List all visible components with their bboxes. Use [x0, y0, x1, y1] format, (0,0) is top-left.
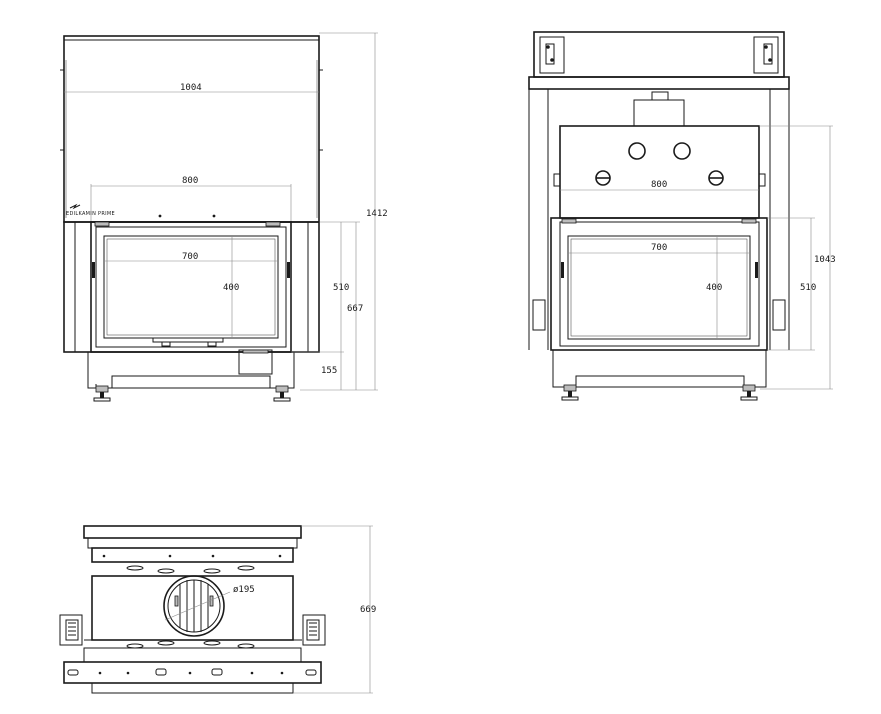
front-logo: EDILKAMIN PRIME	[66, 211, 115, 217]
dim-top-depth: 669	[360, 605, 376, 615]
dim-front-door-height: 510	[333, 283, 349, 293]
top-view: ø195 669	[59, 525, 376, 694]
rear-chamber	[559, 125, 760, 219]
front-hood	[63, 35, 320, 223]
dim-front-width-door: 800	[182, 176, 198, 186]
front-base	[87, 351, 295, 389]
rear-vent-2	[673, 142, 691, 160]
dim-rear-width: 800	[651, 180, 667, 190]
dim-rear-glass-width: 700	[651, 243, 667, 253]
dim-front-width-top: 1004	[180, 83, 202, 93]
dim-front-glass-width: 700	[182, 252, 198, 262]
rear-view: 800 700 400 1043 510	[528, 31, 836, 401]
rear-glass	[567, 235, 751, 340]
front-view: 1004 800 EDILKAMIN PRIME 700	[60, 32, 388, 402]
dim-front-base-height: 155	[321, 366, 337, 376]
front-door	[90, 221, 292, 353]
front-firebox	[63, 221, 320, 353]
dim-top-flue-diameter: ø195	[233, 585, 255, 595]
rear-door	[550, 217, 768, 351]
dim-rear-total-height: 1043	[814, 255, 836, 265]
top-flue-collar	[163, 575, 225, 637]
dim-front-glass-height: 400	[223, 283, 239, 293]
dim-rear-glass-height: 400	[706, 283, 722, 293]
rear-vent-1	[628, 142, 646, 160]
dim-front-height: 667	[347, 304, 363, 314]
dim-front-total-height: 1412	[366, 209, 388, 219]
dim-rear-door-height: 510	[800, 283, 816, 293]
